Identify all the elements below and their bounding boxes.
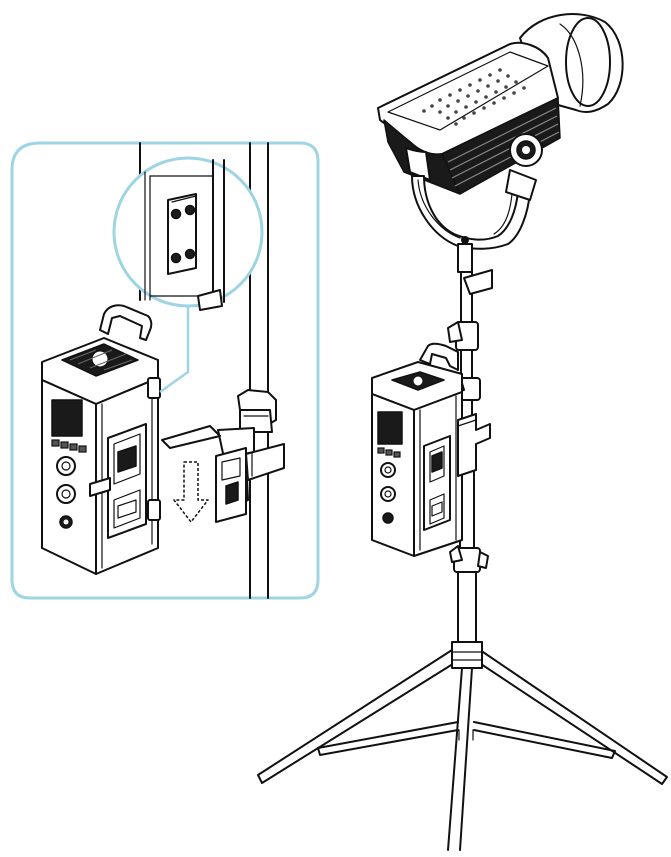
light-stand	[257, 269, 668, 851]
light-side-fins	[441, 97, 561, 195]
callout-v-mount-plate	[215, 447, 247, 523]
vent-grill	[422, 68, 526, 126]
mount-plate-detail	[167, 193, 197, 275]
callout-battery-box	[41, 304, 161, 575]
dial-knob-1	[56, 456, 76, 476]
yoke-lock-knob	[509, 133, 543, 167]
stand-knob-upper	[447, 321, 479, 351]
magnifier-callout	[112, 156, 264, 394]
dial-knob-2	[56, 484, 76, 504]
spigot	[457, 243, 473, 273]
leader-line	[159, 306, 190, 394]
battery-screen	[377, 411, 403, 445]
led-light-head	[377, 13, 624, 295]
stand-clamp	[457, 413, 491, 477]
stand-knob-lower	[449, 545, 489, 573]
callout-battery-screen	[51, 399, 83, 437]
battery-handle	[419, 342, 459, 371]
detail-callout	[10, 141, 320, 600]
stand-pole	[457, 571, 477, 643]
v-mount-plate	[423, 435, 451, 531]
callout-frame	[10, 141, 320, 600]
leg-hub	[451, 641, 483, 669]
battery-box-mounted	[371, 342, 491, 557]
clamp-lever	[161, 425, 221, 449]
stand-top-knob	[463, 269, 493, 295]
down-arrow-icon	[173, 461, 209, 523]
tripod-legs	[257, 649, 668, 851]
